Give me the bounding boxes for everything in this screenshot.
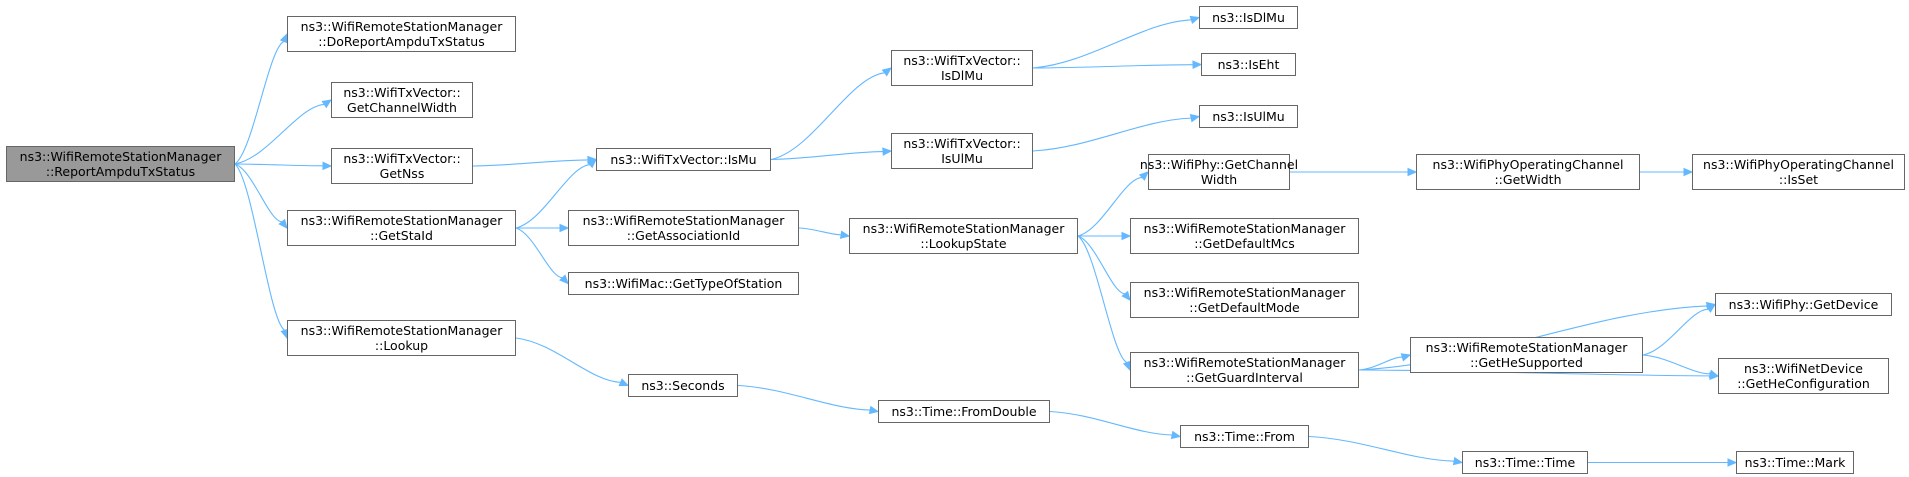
arrowhead-is-mu [586,158,597,169]
arrowhead-is-eht [1192,60,1203,69]
node-do-report[interactable]: ns3::WifiRemoteStationManager ::DoReport… [287,16,516,52]
node-root: ns3::WifiRemoteStationManager ::ReportAm… [6,146,235,182]
node-is-eht[interactable]: ns3::IsEht [1201,53,1296,76]
node-op-is-set[interactable]: ns3::WifiPhyOperatingChannel ::IsSet [1692,154,1905,190]
edge-root-to-get-nss [234,163,324,167]
arrowhead-get-he-supported [1400,353,1412,362]
arrowhead-get-default-mcs [1121,231,1132,241]
arrowhead-is-dl-mu [1189,15,1201,25]
node-time-from[interactable]: ns3::Time::From [1180,425,1309,448]
edge-lookup-state-to-phy-get-channel-width [1077,176,1143,237]
edge-lookup-state-to-get-default-mode [1077,235,1126,295]
node-get-type-of-station[interactable]: ns3::WifiMac::GetTypeOfStation [568,272,799,295]
node-is-dl-mu[interactable]: ns3::IsDlMu [1199,6,1298,29]
node-is-mu[interactable]: ns3::WifiTxVector::IsMu [596,148,771,171]
arrowhead-get-nss [322,161,333,171]
edge-lookup-to-seconds [515,337,621,383]
node-get-default-mcs[interactable]: ns3::WifiRemoteStationManager ::GetDefau… [1130,218,1359,254]
edge-get-association-id-to-lookup-state [798,227,842,236]
arrowhead-tx-is-dl-mu [881,67,892,77]
arrowhead-get-channel-width [321,99,333,109]
edge-is-mu-to-tx-is-ul-mu [770,151,884,161]
arrowhead-lookup-state [839,230,851,239]
edge-from-double-to-time-from [1049,410,1173,436]
edge-lookup-state-to-get-guard-interval [1077,235,1128,364]
edge-time-from-to-time-time [1308,435,1455,462]
edge-get-nss-to-is-mu [472,159,589,167]
node-tx-is-dl-mu[interactable]: ns3::WifiTxVector:: IsDlMu [891,50,1033,86]
edge-get-he-supported-to-get-he-configuration [1642,354,1711,375]
arrowhead-get-sta-id [278,218,288,229]
node-op-get-width[interactable]: ns3::WifiPhyOperatingChannel ::GetWidth [1416,154,1640,190]
edge-root-to-get-sta-id [234,163,283,223]
arrowhead-tx-is-ul-mu [882,147,893,156]
node-seconds[interactable]: ns3::Seconds [628,374,738,397]
node-get-he-configuration[interactable]: ns3::WifiNetDevice ::GetHeConfiguration [1718,358,1889,394]
edge-is-mu-to-tx-is-dl-mu [770,72,885,161]
arrowhead-get-association-id [559,223,570,233]
arrowhead-from-double [868,405,880,415]
edge-tx-is-dl-mu-to-is-eht [1032,64,1194,69]
node-get-channel-width[interactable]: ns3::WifiTxVector:: GetChannelWidth [331,82,473,118]
node-get-device[interactable]: ns3::WifiPhy::GetDevice [1715,293,1892,316]
arrowhead-op-is-set [1683,167,1694,177]
arrowhead-get-default-mode [1121,290,1131,301]
arrowhead-time-time [1452,456,1464,466]
node-get-nss[interactable]: ns3::WifiTxVector:: GetNss [331,148,473,184]
node-tx-is-ul-mu[interactable]: ns3::WifiTxVector:: IsUlMu [891,133,1033,169]
edge-root-to-lookup [234,163,286,331]
node-get-he-supported[interactable]: ns3::WifiRemoteStationManager ::GetHeSup… [1410,337,1643,373]
node-phy-get-channel-width[interactable]: ns3::WifiPhy::GetChannel Width [1140,154,1298,190]
edge-tx-is-dl-mu-to-is-dl-mu [1032,19,1192,69]
arrowhead-phy-get-channel-width [1138,171,1149,181]
node-time-time[interactable]: ns3::Time::Time [1462,451,1588,474]
node-get-sta-id[interactable]: ns3::WifiRemoteStationManager ::GetStaId [287,210,516,246]
arrowhead-is-ul-mu [1189,114,1201,123]
arrowhead-time-mark [1727,458,1738,467]
node-get-guard-interval[interactable]: ns3::WifiRemoteStationManager ::GetGuard… [1130,352,1359,388]
arrowhead-time-from [1170,430,1182,440]
arrowhead-seconds [618,378,630,387]
edge-root-to-get-channel-width [234,103,325,165]
edge-tx-is-ul-mu-to-is-ul-mu [1032,117,1192,152]
node-get-association-id[interactable]: ns3::WifiRemoteStationManager ::GetAssoc… [568,210,799,246]
edge-get-sta-id-to-is-mu [515,164,591,229]
node-is-ul-mu[interactable]: ns3::IsUlMu [1199,105,1298,128]
edge-root-to-do-report [234,40,285,165]
arrowhead-get-device [1705,303,1717,313]
arrowhead-op-get-width [1407,167,1418,177]
node-from-double[interactable]: ns3::Time::FromDouble [878,400,1050,423]
edge-seconds-to-from-double [737,384,871,411]
arrowhead-get-type-of-station [559,274,569,285]
node-get-default-mode[interactable]: ns3::WifiRemoteStationManager ::GetDefau… [1130,282,1359,318]
edge-get-he-supported-to-get-device [1642,308,1709,356]
node-lookup-state[interactable]: ns3::WifiRemoteStationManager ::LookupSt… [849,218,1078,254]
node-time-mark[interactable]: ns3::Time::Mark [1736,451,1854,474]
node-lookup[interactable]: ns3::WifiRemoteStationManager ::Lookup [287,320,516,356]
arrowhead-get-he-configuration [1708,369,1720,378]
edge-get-sta-id-to-get-type-of-station [515,227,563,279]
